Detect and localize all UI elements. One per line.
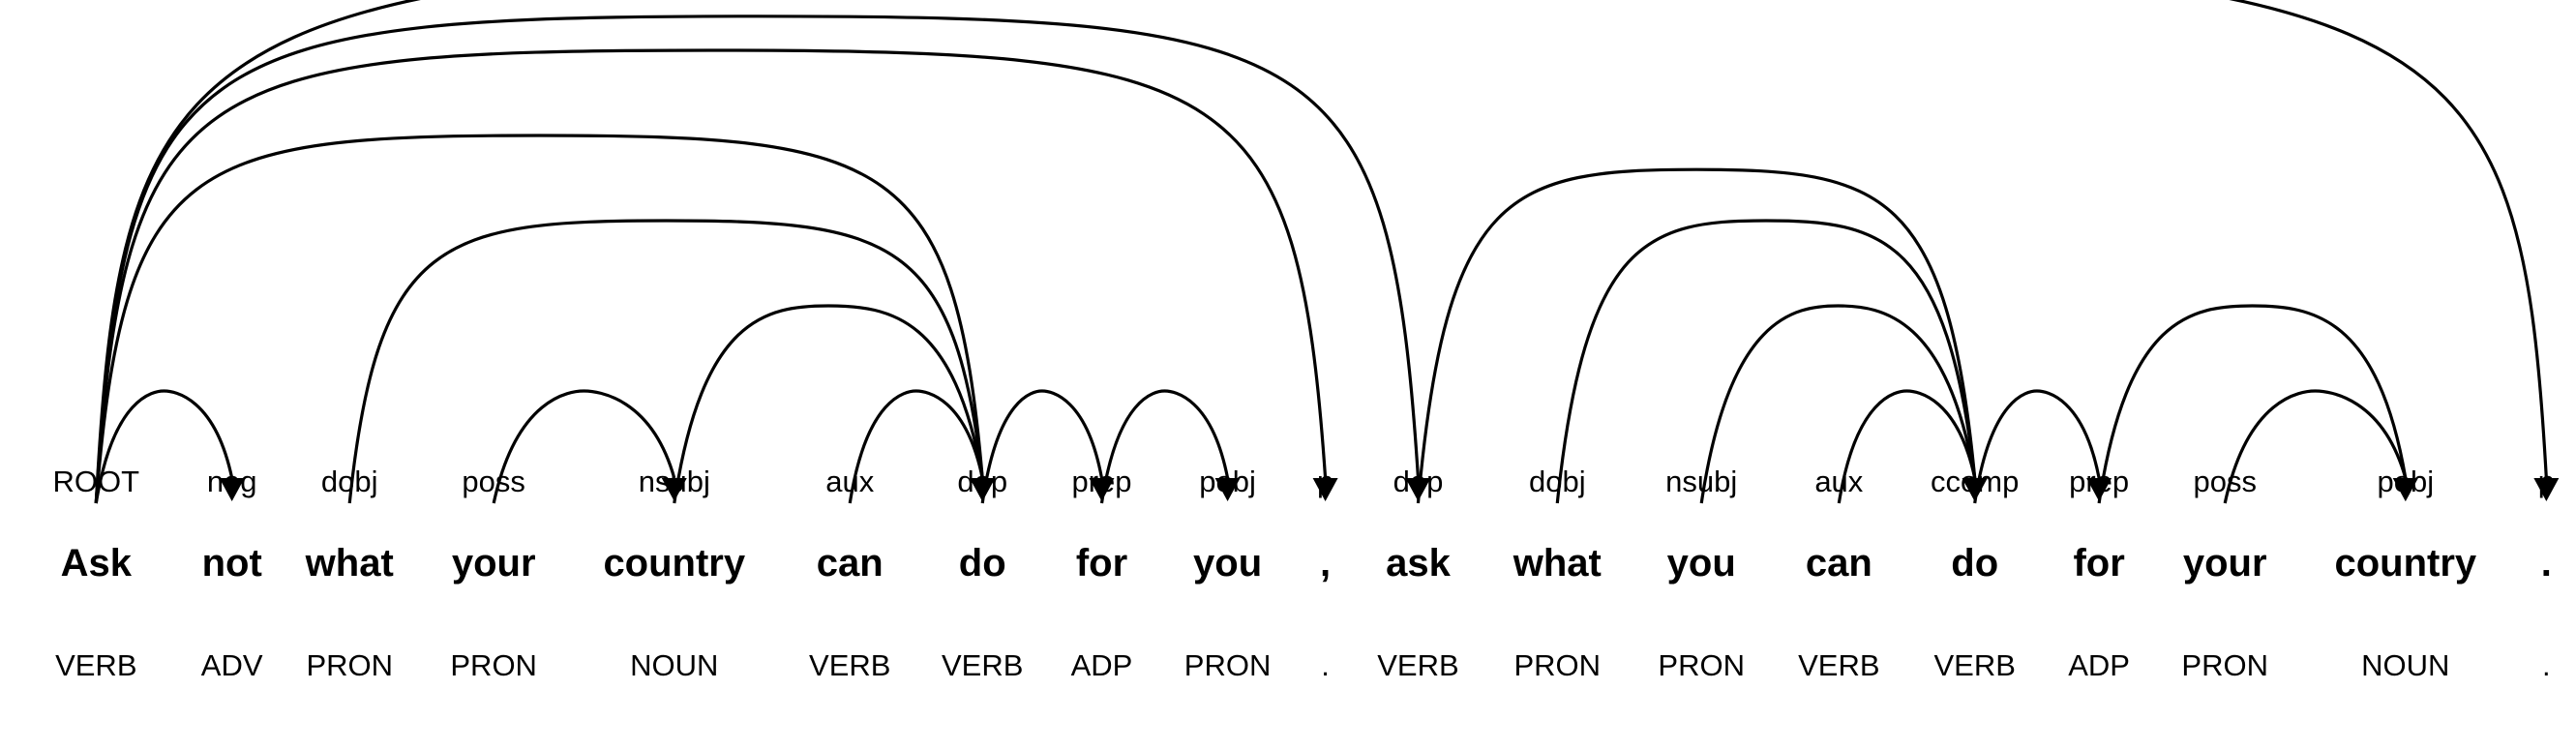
token-pos-4: NOUN xyxy=(630,648,718,682)
token-pos-11: PRON xyxy=(1513,648,1601,682)
dep-label-12: nsubj xyxy=(1665,465,1737,498)
arrow-head-pobj xyxy=(2392,478,2418,501)
dep-label-2: dobj xyxy=(321,465,378,498)
arrow-head-ccomp xyxy=(1962,478,1988,501)
token-word-15[interactable]: for xyxy=(2073,542,2124,585)
token-word-10[interactable]: ask xyxy=(1386,542,1451,585)
dependency-arc-aux xyxy=(848,389,984,504)
token-word-17[interactable]: country xyxy=(2334,542,2476,585)
token-word-9[interactable]: , xyxy=(1320,542,1331,585)
token-word-5[interactable]: can xyxy=(817,542,884,585)
token-pos-7: ADP xyxy=(1071,648,1133,682)
token-pos-1: ADV xyxy=(201,648,263,682)
dep-label-18: p xyxy=(2538,465,2555,498)
dep-label-15: prep xyxy=(2069,465,2129,498)
dependency-arc-aux xyxy=(1837,389,1977,504)
dep-label-3: poss xyxy=(462,465,524,498)
dependency-arc-pobj xyxy=(2097,304,2408,504)
dep-label-16: poss xyxy=(2193,465,2256,498)
dep-label-11: dobj xyxy=(1529,465,1586,498)
arc-group xyxy=(94,0,2560,504)
dep-label-9: p xyxy=(1317,465,1333,498)
arrow-head-prep xyxy=(1089,478,1115,501)
token-pos-5: VERB xyxy=(809,648,890,682)
dep-label-6: dep xyxy=(957,465,1007,498)
dep-label-7: prep xyxy=(1071,465,1131,498)
token-pos-15: ADP xyxy=(2068,648,2130,682)
dep-label-14: ccomp xyxy=(1931,465,2019,498)
dep-label-8: pobj xyxy=(1199,465,1256,498)
token-word-4[interactable]: country xyxy=(603,542,745,585)
token-pos-17: NOUN xyxy=(2361,648,2449,682)
arrow-head-prep xyxy=(2086,478,2112,501)
token-word-3[interactable]: your xyxy=(452,542,536,585)
dependency-arc-ccomp xyxy=(1416,167,1977,504)
dependency-arc-pobj xyxy=(1099,389,1230,504)
dep-label-13: aux xyxy=(1814,465,1863,498)
dependency-arc-dobj xyxy=(347,219,984,504)
arrow-head-neg xyxy=(219,478,245,501)
arrow-head-p xyxy=(2533,478,2560,501)
token-word-13[interactable]: can xyxy=(1806,542,1872,585)
token-pos-2: PRON xyxy=(306,648,393,682)
dependency-arc-dep xyxy=(94,134,984,504)
dependency-arc-nsubj xyxy=(1699,304,1977,504)
token-pos-18: . xyxy=(2542,648,2551,682)
dependency-arc-dep xyxy=(94,15,1421,504)
dependency-arc-p xyxy=(94,0,2548,504)
arrow-head-dep xyxy=(970,478,996,501)
token-pos-14: VERB xyxy=(1933,648,2015,682)
token-word-11[interactable]: what xyxy=(1513,542,1602,585)
token-pos-16: PRON xyxy=(2181,648,2268,682)
dependency-arc-prep xyxy=(980,389,1104,504)
dep-label-0: ROOT xyxy=(53,465,140,498)
token-word-8[interactable]: you xyxy=(1193,542,1262,585)
token-word-14[interactable]: do xyxy=(1951,542,1998,585)
token-pos-0: VERB xyxy=(55,648,136,682)
token-pos-6: VERB xyxy=(942,648,1023,682)
dependency-arc-poss xyxy=(2223,389,2408,504)
token-word-16[interactable]: your xyxy=(2183,542,2267,585)
token-pos-9: . xyxy=(1321,648,1330,682)
token-word-1[interactable]: not xyxy=(202,542,262,585)
arrow-head-pobj xyxy=(1214,478,1241,501)
token-word-6[interactable]: do xyxy=(959,542,1006,585)
arrow-head-poss xyxy=(661,478,687,501)
dependency-arc-neg xyxy=(94,389,234,504)
dep-label-10: dep xyxy=(1393,465,1444,498)
token-word-18[interactable]: . xyxy=(2541,542,2552,585)
token-word-2[interactable]: what xyxy=(305,542,394,585)
token-pos-10: VERB xyxy=(1377,648,1458,682)
dependency-arc-nsubj xyxy=(673,304,984,504)
token-pos-3: PRON xyxy=(450,648,537,682)
dependency-arc-p xyxy=(94,48,1328,504)
dependency-arc-poss xyxy=(492,389,676,504)
token-word-0[interactable]: Ask xyxy=(61,542,133,585)
dep-label-4: nsubj xyxy=(639,465,710,498)
token-pos-13: VERB xyxy=(1798,648,1879,682)
dep-label-5: aux xyxy=(825,465,874,498)
token-pos-12: PRON xyxy=(1658,648,1745,682)
token-word-7[interactable]: for xyxy=(1076,542,1127,585)
token-pos-8: PRON xyxy=(1184,648,1272,682)
arrow-head-p xyxy=(1312,478,1338,501)
dep-label-17: pobj xyxy=(2378,465,2435,498)
dependency-arc-prep xyxy=(1973,389,2101,504)
dependency-arc-dobj xyxy=(1555,219,1977,504)
dep-label-1: neg xyxy=(207,465,257,498)
token-word-12[interactable]: you xyxy=(1667,542,1736,585)
